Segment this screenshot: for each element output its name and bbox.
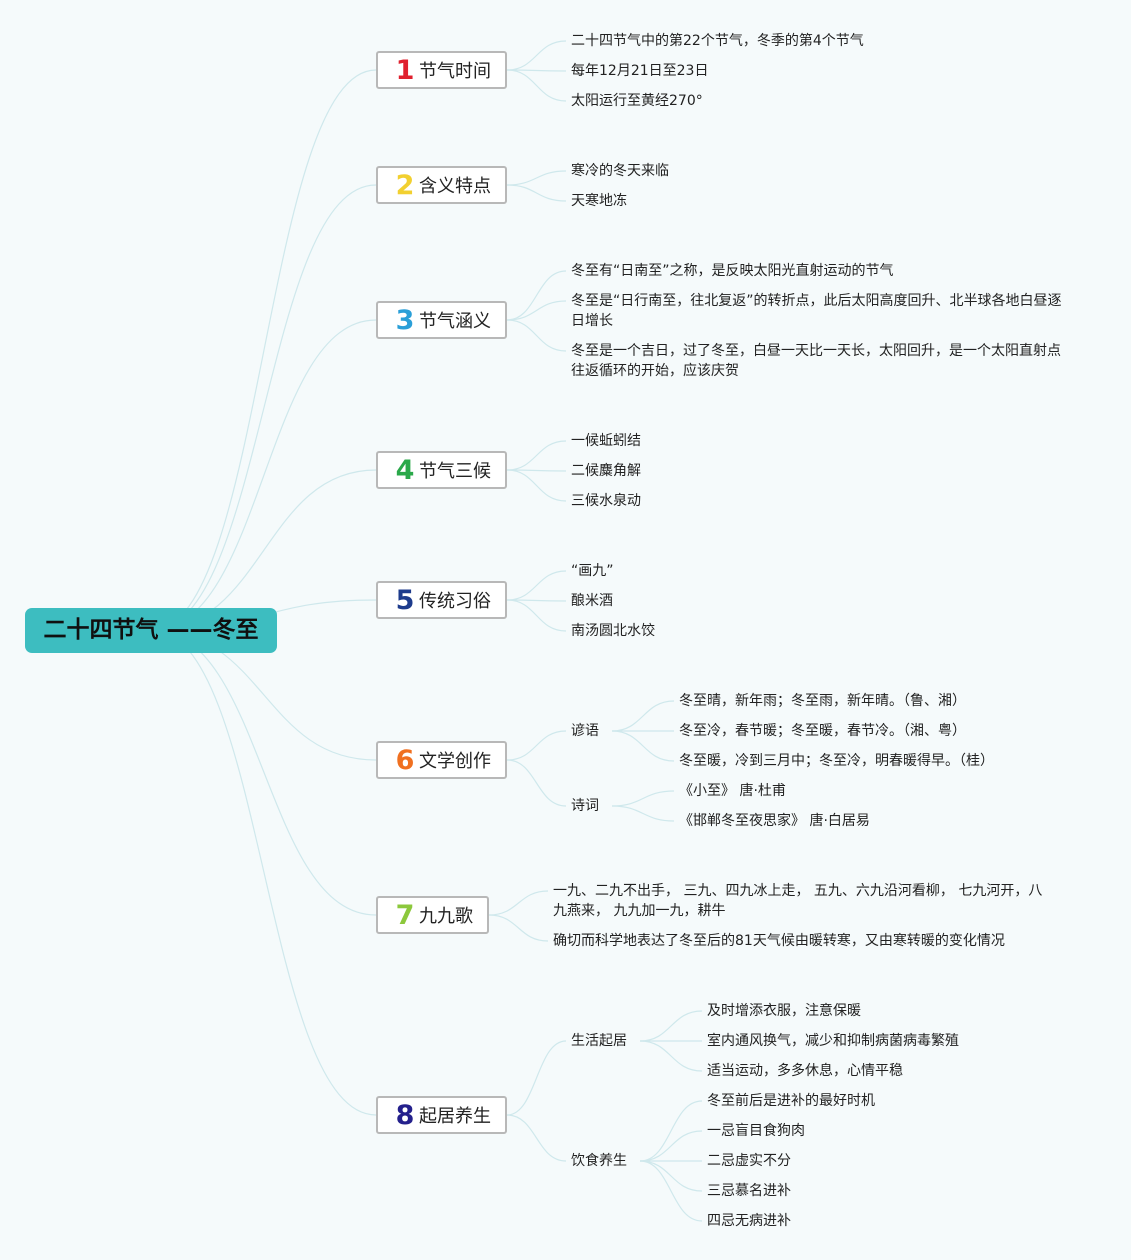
branch-1-label: 节气时间	[419, 61, 491, 82]
branch-6-topic[interactable]: 6 文学创作	[376, 741, 507, 779]
branch-4-item-2[interactable]: 二候麋角解	[571, 463, 641, 479]
branch-7-item-1[interactable]: 一九、二九不出手， 三九、四九冰上走， 五九、六九沿河看柳， 七九河开，八九燕来…	[553, 883, 1043, 919]
branch-2-link-2	[506, 184, 567, 202]
branch-1-link-3	[506, 69, 567, 102]
branch-6-link-1	[506, 730, 567, 761]
branch-8-group-2-item-4[interactable]: 三忌慕名进补	[707, 1183, 791, 1199]
branch-6-group-2-label[interactable]: 诗词	[571, 798, 599, 814]
branch-4-item-1[interactable]: 一候蚯蚓结	[571, 433, 641, 449]
branch-5-label: 传统习俗	[419, 591, 491, 612]
number-1-icon: 1	[395, 54, 415, 86]
branch-8-label: 起居养生	[419, 1106, 491, 1127]
branch-4-label: 节气三候	[419, 461, 491, 482]
branch-3-item-3[interactable]: 冬至是一个吉日，过了冬至，白昼一天比一天长，太阳回升，是一个太阳直射点往返循环的…	[571, 343, 1061, 379]
branch-2-label: 含义特点	[419, 176, 491, 197]
branch-7-label: 九九歌	[419, 906, 473, 927]
branch-6-group-2-item-2[interactable]: 《邯郸冬至夜思家》 唐·白居易	[679, 813, 870, 829]
branch-6-group-1-item-3[interactable]: 冬至暖，冷到三月中；冬至冷，明春暖得早。（桂）	[679, 753, 994, 769]
group-3-link-1	[639, 1010, 703, 1042]
branch-6-label: 文学创作	[419, 751, 491, 772]
branch-8-group-2-label[interactable]: 饮食养生	[571, 1153, 627, 1169]
branch-3-label: 节气涵义	[419, 311, 491, 332]
branch-1-item-3[interactable]: 太阳运行至黄经270°	[571, 93, 703, 109]
branch-6-group-1-item-2[interactable]: 冬至冷，春节暖；冬至暖，春节冷。（湘、粤）	[679, 723, 966, 739]
branch-3-link-3	[506, 319, 567, 352]
number-2-icon: 2	[395, 169, 415, 201]
branch-5-link-1	[506, 570, 567, 601]
branch-3-topic[interactable]: 3 节气涵义	[376, 301, 507, 339]
branch-8-link-1	[506, 1040, 567, 1116]
branch-8-group-2-item-1[interactable]: 冬至前后是进补的最好时机	[707, 1093, 875, 1109]
branch-2-link-1	[506, 170, 567, 186]
branch-5-item-2[interactable]: 酿米酒	[571, 593, 613, 609]
branch-5-item-1[interactable]: “画九”	[571, 563, 614, 579]
root-link-4	[151, 469, 377, 631]
branch-6-group-1-item-1[interactable]: 冬至晴，新年雨；冬至雨，新年晴。（鲁、湘）	[679, 693, 966, 709]
root-topic[interactable]: 二十四节气 ——冬至	[25, 608, 277, 653]
branch-6-group-1-label[interactable]: 谚语	[571, 723, 599, 739]
branch-7-link-2	[488, 914, 549, 942]
branch-6-group-2-item-1[interactable]: 《小至》 唐·杜甫	[679, 783, 786, 799]
group-1-link-1	[611, 700, 675, 732]
branch-8-group-1-item-3[interactable]: 适当运动，多多休息，心情平稳	[707, 1063, 903, 1079]
root-link-1	[151, 69, 377, 631]
group-1-link-3	[611, 730, 675, 762]
number-4-icon: 4	[395, 454, 415, 486]
branch-4-link-1	[506, 440, 567, 471]
branch-1-item-1[interactable]: 二十四节气中的第22个节气，冬季的第4个节气	[571, 33, 864, 49]
branch-3-link-1	[506, 270, 567, 321]
branch-8-group-2-item-2[interactable]: 一忌盲目食狗肉	[707, 1123, 805, 1139]
branch-8-topic[interactable]: 8 起居养生	[376, 1096, 507, 1134]
root-link-8	[151, 629, 377, 1116]
number-3-icon: 3	[395, 304, 415, 336]
number-5-icon: 5	[395, 584, 415, 616]
branch-7-topic[interactable]: 7 九九歌	[376, 896, 489, 934]
group-4-link-5	[639, 1160, 703, 1222]
branch-2-item-1[interactable]: 寒冷的冬天来临	[571, 163, 669, 179]
root-link-2	[151, 184, 377, 631]
branch-4-item-3[interactable]: 三候水泉动	[571, 493, 641, 509]
number-6-icon: 6	[395, 744, 415, 776]
branch-5-link-3	[506, 599, 567, 632]
number-8-icon: 8	[395, 1099, 415, 1131]
branch-5-topic[interactable]: 5 传统习俗	[376, 581, 507, 619]
branch-5-item-3[interactable]: 南汤圆北水饺	[571, 623, 655, 639]
branch-8-link-2	[506, 1114, 567, 1162]
group-4-link-4	[639, 1160, 703, 1192]
branch-4-link-3	[506, 469, 567, 502]
branch-8-group-1-item-1[interactable]: 及时增添衣服，注意保暖	[707, 1003, 861, 1019]
branch-2-item-2[interactable]: 天寒地冻	[571, 193, 627, 209]
branch-8-group-1-label[interactable]: 生活起居	[571, 1033, 627, 1049]
group-4-link-1	[639, 1100, 703, 1162]
group-2-link-2	[611, 805, 675, 822]
branch-3-link-2	[506, 300, 567, 321]
branch-7-item-2[interactable]: 确切而科学地表达了冬至后的81天气候由暖转寒，又由寒转暖的变化情况	[553, 933, 1005, 949]
branch-7-link-1	[488, 890, 549, 916]
branch-3-item-2[interactable]: 冬至是“日行南至，往北复返”的转折点，此后太阳高度回升、北半球各地白昼逐日增长	[571, 293, 1062, 329]
branch-4-topic[interactable]: 4 节气三候	[376, 451, 507, 489]
branch-8-group-2-item-3[interactable]: 二忌虚实不分	[707, 1153, 791, 1169]
branch-8-group-2-item-5[interactable]: 四忌无病进补	[707, 1213, 791, 1229]
branch-3-item-1[interactable]: 冬至有“日南至”之称，是反映太阳光直射运动的节气	[571, 263, 894, 279]
branch-8-group-1-item-2[interactable]: 室内通风换气，减少和抑制病菌病毒繁殖	[707, 1033, 959, 1049]
branch-1-item-2[interactable]: 每年12月21日至23日	[571, 63, 709, 79]
group-4-link-2	[639, 1130, 703, 1162]
group-2-link-1	[611, 790, 675, 807]
branch-6-link-2	[506, 759, 567, 807]
branch-1-topic[interactable]: 1 节气时间	[376, 51, 507, 89]
group-3-link-3	[639, 1040, 703, 1072]
branch-2-topic[interactable]: 2 含义特点	[376, 166, 507, 204]
branch-1-link-1	[506, 40, 567, 71]
number-7-icon: 7	[395, 899, 415, 931]
